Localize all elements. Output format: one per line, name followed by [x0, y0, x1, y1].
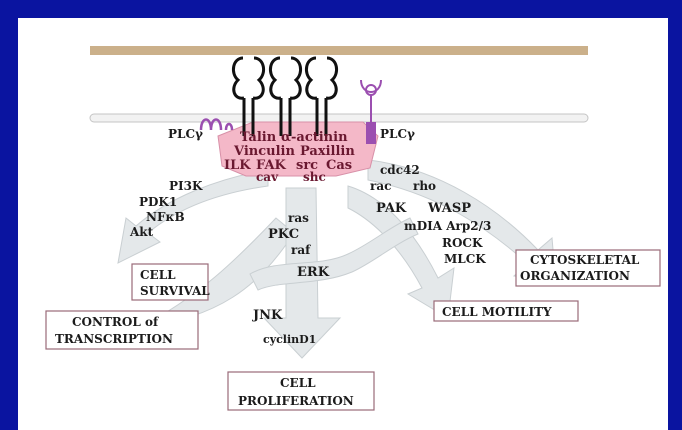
label-ras: ras — [288, 211, 309, 225]
receptor-kinase-domain — [366, 122, 376, 144]
integrin-icon — [326, 58, 337, 98]
outcome-cytoskeletal-line1: CYTOSKELETAL — [530, 253, 640, 267]
label-pak: PAK — [376, 201, 407, 216]
label-cav: cav — [256, 170, 279, 184]
label-shc: shc — [303, 170, 326, 184]
outcome-proliferation-line1: CELL — [280, 376, 316, 390]
label-pdk1: PDK1 — [139, 195, 177, 209]
label-paxillin: Paxillin — [300, 144, 355, 159]
outcome-cell-motility: CELL MOTILITY — [442, 305, 552, 319]
label-nfkb: NFκB — [146, 210, 185, 224]
extracellular-matrix — [90, 46, 588, 55]
label-vinculin: Vinculin — [233, 144, 295, 159]
label-jnk: JNK — [252, 308, 283, 323]
signaling-diagram: Talin α-actinin Vinculin Paxillin ILK FA… — [18, 18, 668, 430]
label-ilk: ILK — [224, 158, 251, 173]
outcome-transcription-line1: CONTROL of — [72, 315, 159, 329]
label-erk: ERK — [297, 265, 330, 280]
label-mlck: MLCK — [444, 252, 486, 266]
label-raf: raf — [291, 243, 311, 257]
label-akt: Akt — [129, 225, 154, 239]
label-mdia-arp23: mDIA Arp2/3 — [404, 219, 491, 233]
outcome-cell-survival-line1: CELL — [140, 268, 176, 282]
cell-membrane — [90, 114, 588, 122]
label-cyclin-d1: cyclinD1 — [263, 333, 316, 346]
label-plc-gamma-right: PLCγ — [380, 127, 415, 141]
integrin-icon — [233, 58, 244, 98]
outcome-transcription-line2: TRANSCRIPTION — [55, 332, 173, 346]
label-cas: Cas — [326, 158, 352, 173]
label-alpha-actinin: α-actinin — [281, 130, 348, 145]
outcome-cell-survival-line2: SURVIVAL — [140, 284, 210, 298]
integrin-icon — [253, 58, 264, 98]
label-talin: Talin — [240, 130, 277, 145]
outcome-cytoskeletal-line2: ORGANIZATION — [520, 269, 630, 283]
label-pi3k: PI3K — [169, 179, 203, 193]
integrin-icon — [306, 58, 317, 98]
outcome-proliferation-line2: PROLIFERATION — [238, 394, 354, 408]
label-plc-gamma-left: PLCγ — [168, 127, 203, 141]
label-rac: rac — [370, 179, 391, 193]
label-wasp: WASP — [427, 201, 471, 216]
integrin-icon — [270, 58, 281, 98]
label-pkc: PKC — [268, 227, 299, 242]
diagram-panel: Talin α-actinin Vinculin Paxillin ILK FA… — [18, 18, 668, 430]
label-rock: ROCK — [442, 236, 483, 250]
label-rho: rho — [413, 179, 436, 193]
integrin-icon — [290, 58, 301, 98]
label-cdc42: cdc42 — [380, 163, 420, 177]
